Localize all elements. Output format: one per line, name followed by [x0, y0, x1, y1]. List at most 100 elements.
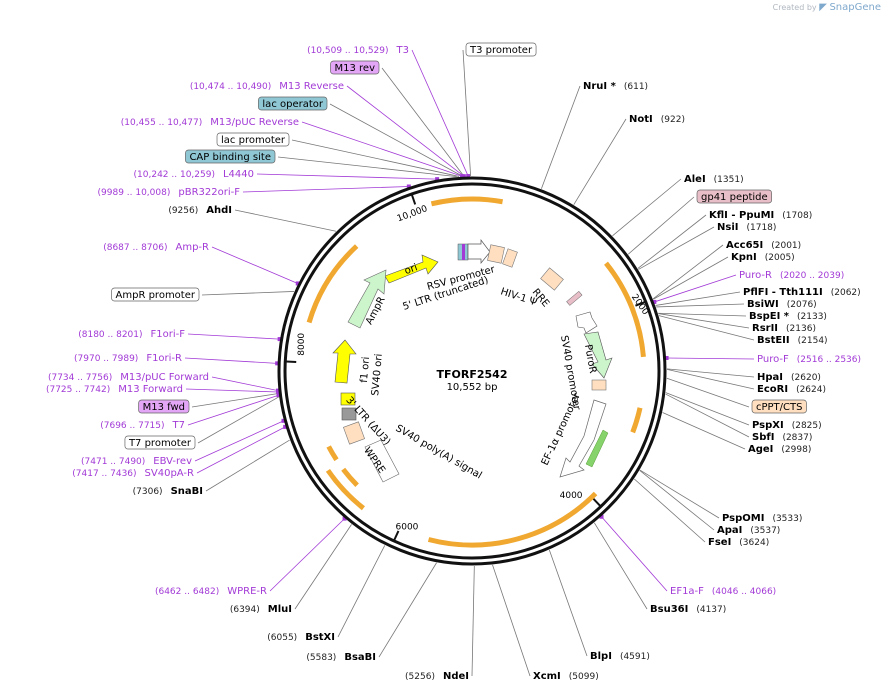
primer-mark: [599, 514, 604, 519]
ruler-label: 6000: [396, 522, 419, 532]
enzyme-pos: (9256): [168, 206, 198, 216]
orf-arc: [604, 261, 646, 358]
enzyme-pos: (1718): [746, 223, 776, 233]
enzyme-pos: (6394): [230, 605, 260, 615]
enzyme-name: BlpI: [590, 651, 612, 662]
enzyme-pos: (2998): [781, 445, 811, 455]
enzyme-name: HpaI: [757, 372, 783, 383]
primer-name: F1ori-R: [146, 353, 182, 364]
feature-box: AmpR promoter: [111, 287, 200, 302]
enzyme-name: BstXI: [305, 632, 335, 643]
leader-line: [665, 393, 750, 438]
enzyme-name: BsiWI: [747, 299, 779, 310]
orf-arc: [427, 491, 598, 548]
sv40-polya-block: [341, 407, 357, 421]
enzyme-name: SnaBI: [171, 486, 203, 497]
leader-line: [201, 291, 294, 296]
ampr-feature: [347, 269, 387, 329]
primer-mark: [276, 389, 281, 394]
leader-line: [242, 186, 409, 193]
sv40-polya-label: SV40 poly(A) signal: [394, 423, 484, 481]
leader-line: [666, 357, 755, 360]
primer-mark: [435, 177, 440, 182]
enzyme-pos: (2005): [765, 253, 795, 263]
primer-name: F1ori-F: [151, 329, 186, 340]
primer-mark: [460, 174, 465, 179]
primer-range: (4046 .. 4066): [712, 587, 776, 597]
orf-arc: [325, 468, 365, 511]
enzyme-name: BstEII: [757, 335, 790, 346]
gp41-block: [566, 290, 583, 306]
enzyme-pos: (1351): [714, 175, 744, 185]
leader-line: [337, 545, 386, 638]
feature-box-label: gp41 peptide: [701, 192, 768, 203]
leader-line: [378, 562, 437, 658]
ltr3-feature: [343, 421, 365, 445]
primer-range: (8180 .. 8201): [78, 330, 142, 340]
enzyme-name: PflFI - Tth111I: [743, 287, 823, 298]
primer-range: (7471 .. 7490): [81, 457, 145, 467]
leader-line: [612, 178, 682, 237]
leader-line: [294, 524, 352, 610]
primer-range: (2516 .. 2536): [797, 355, 861, 365]
primer-name: T7: [172, 420, 185, 431]
ori-label: ori: [403, 262, 419, 277]
ruler-label: 8000: [297, 333, 307, 356]
feature-box-label: cPPT/CTS: [756, 402, 802, 413]
enzyme-pos: (3533): [772, 514, 802, 524]
enzyme-name: ApaI: [717, 525, 742, 536]
primer-name: Puro-R: [739, 270, 772, 281]
primer-name: M13/pUC Reverse: [210, 117, 299, 128]
orf-arc: [630, 407, 643, 434]
primer-name: pBR322ori-F: [178, 187, 240, 198]
enzyme-name: PspXI: [752, 420, 784, 431]
feature-box: gp41 peptide: [696, 189, 773, 204]
enzyme-name: FseI: [708, 537, 731, 548]
ori-feature: [384, 254, 439, 284]
primer-range: (7970 .. 7989): [74, 354, 138, 364]
enzyme-pos: (922): [661, 115, 685, 125]
puror-label: PuroR: [582, 344, 598, 375]
primer-range: (2020 .. 2039): [780, 271, 844, 281]
enzyme-name: AleI: [684, 174, 706, 185]
primer-range: (10,474 .. 10,490): [190, 82, 271, 92]
feature-box-label: T7 promoter: [128, 438, 192, 449]
enzyme-pos: (2620): [791, 373, 821, 383]
primer-name: EBV-rev: [153, 456, 192, 467]
f1-ori-feature: [332, 339, 357, 384]
feature-box-label: lac operator: [262, 99, 323, 110]
leader-line: [594, 522, 648, 610]
feature-box-label: CAP binding site: [189, 152, 271, 163]
ruler-tick: [411, 194, 417, 205]
ruler-label: 10,000: [396, 204, 429, 224]
leader-line: [196, 426, 286, 474]
leader-line: [541, 85, 581, 189]
ltr5-feature: [487, 244, 505, 264]
feature-box-label: T3 promoter: [469, 45, 533, 56]
leader-line: [627, 196, 695, 255]
feature-box-bg: [696, 189, 773, 204]
primer-range: (10,242 .. 10,259): [134, 170, 215, 180]
enzyme-pos: (5099): [569, 672, 599, 682]
plasmid-name: TFORF2542: [437, 368, 508, 381]
leader-line: [462, 49, 472, 177]
leader-line: [205, 439, 290, 492]
enzyme-pos: (5256): [405, 672, 435, 682]
enzyme-pos: (4591): [620, 652, 650, 662]
feature-box-label: lac promoter: [221, 135, 286, 146]
leader-line: [291, 139, 460, 177]
enzyme-name: XcmI: [533, 671, 561, 682]
enzyme-pos: (5583): [306, 653, 336, 663]
leader-line: [634, 478, 706, 543]
feature-box: T3 promoter: [465, 42, 537, 57]
enzyme-pos: (6055): [267, 633, 297, 643]
leader-line: [381, 67, 465, 177]
wpre-feature: [364, 439, 400, 483]
primer-mark: [276, 393, 281, 398]
primer-name: WPRE-R: [227, 586, 267, 597]
primer-mark: [277, 337, 282, 342]
primer-range: (10,509 .. 10,529): [307, 46, 388, 56]
feature-box-bg: [258, 96, 328, 111]
ruler-tick: [635, 301, 646, 307]
